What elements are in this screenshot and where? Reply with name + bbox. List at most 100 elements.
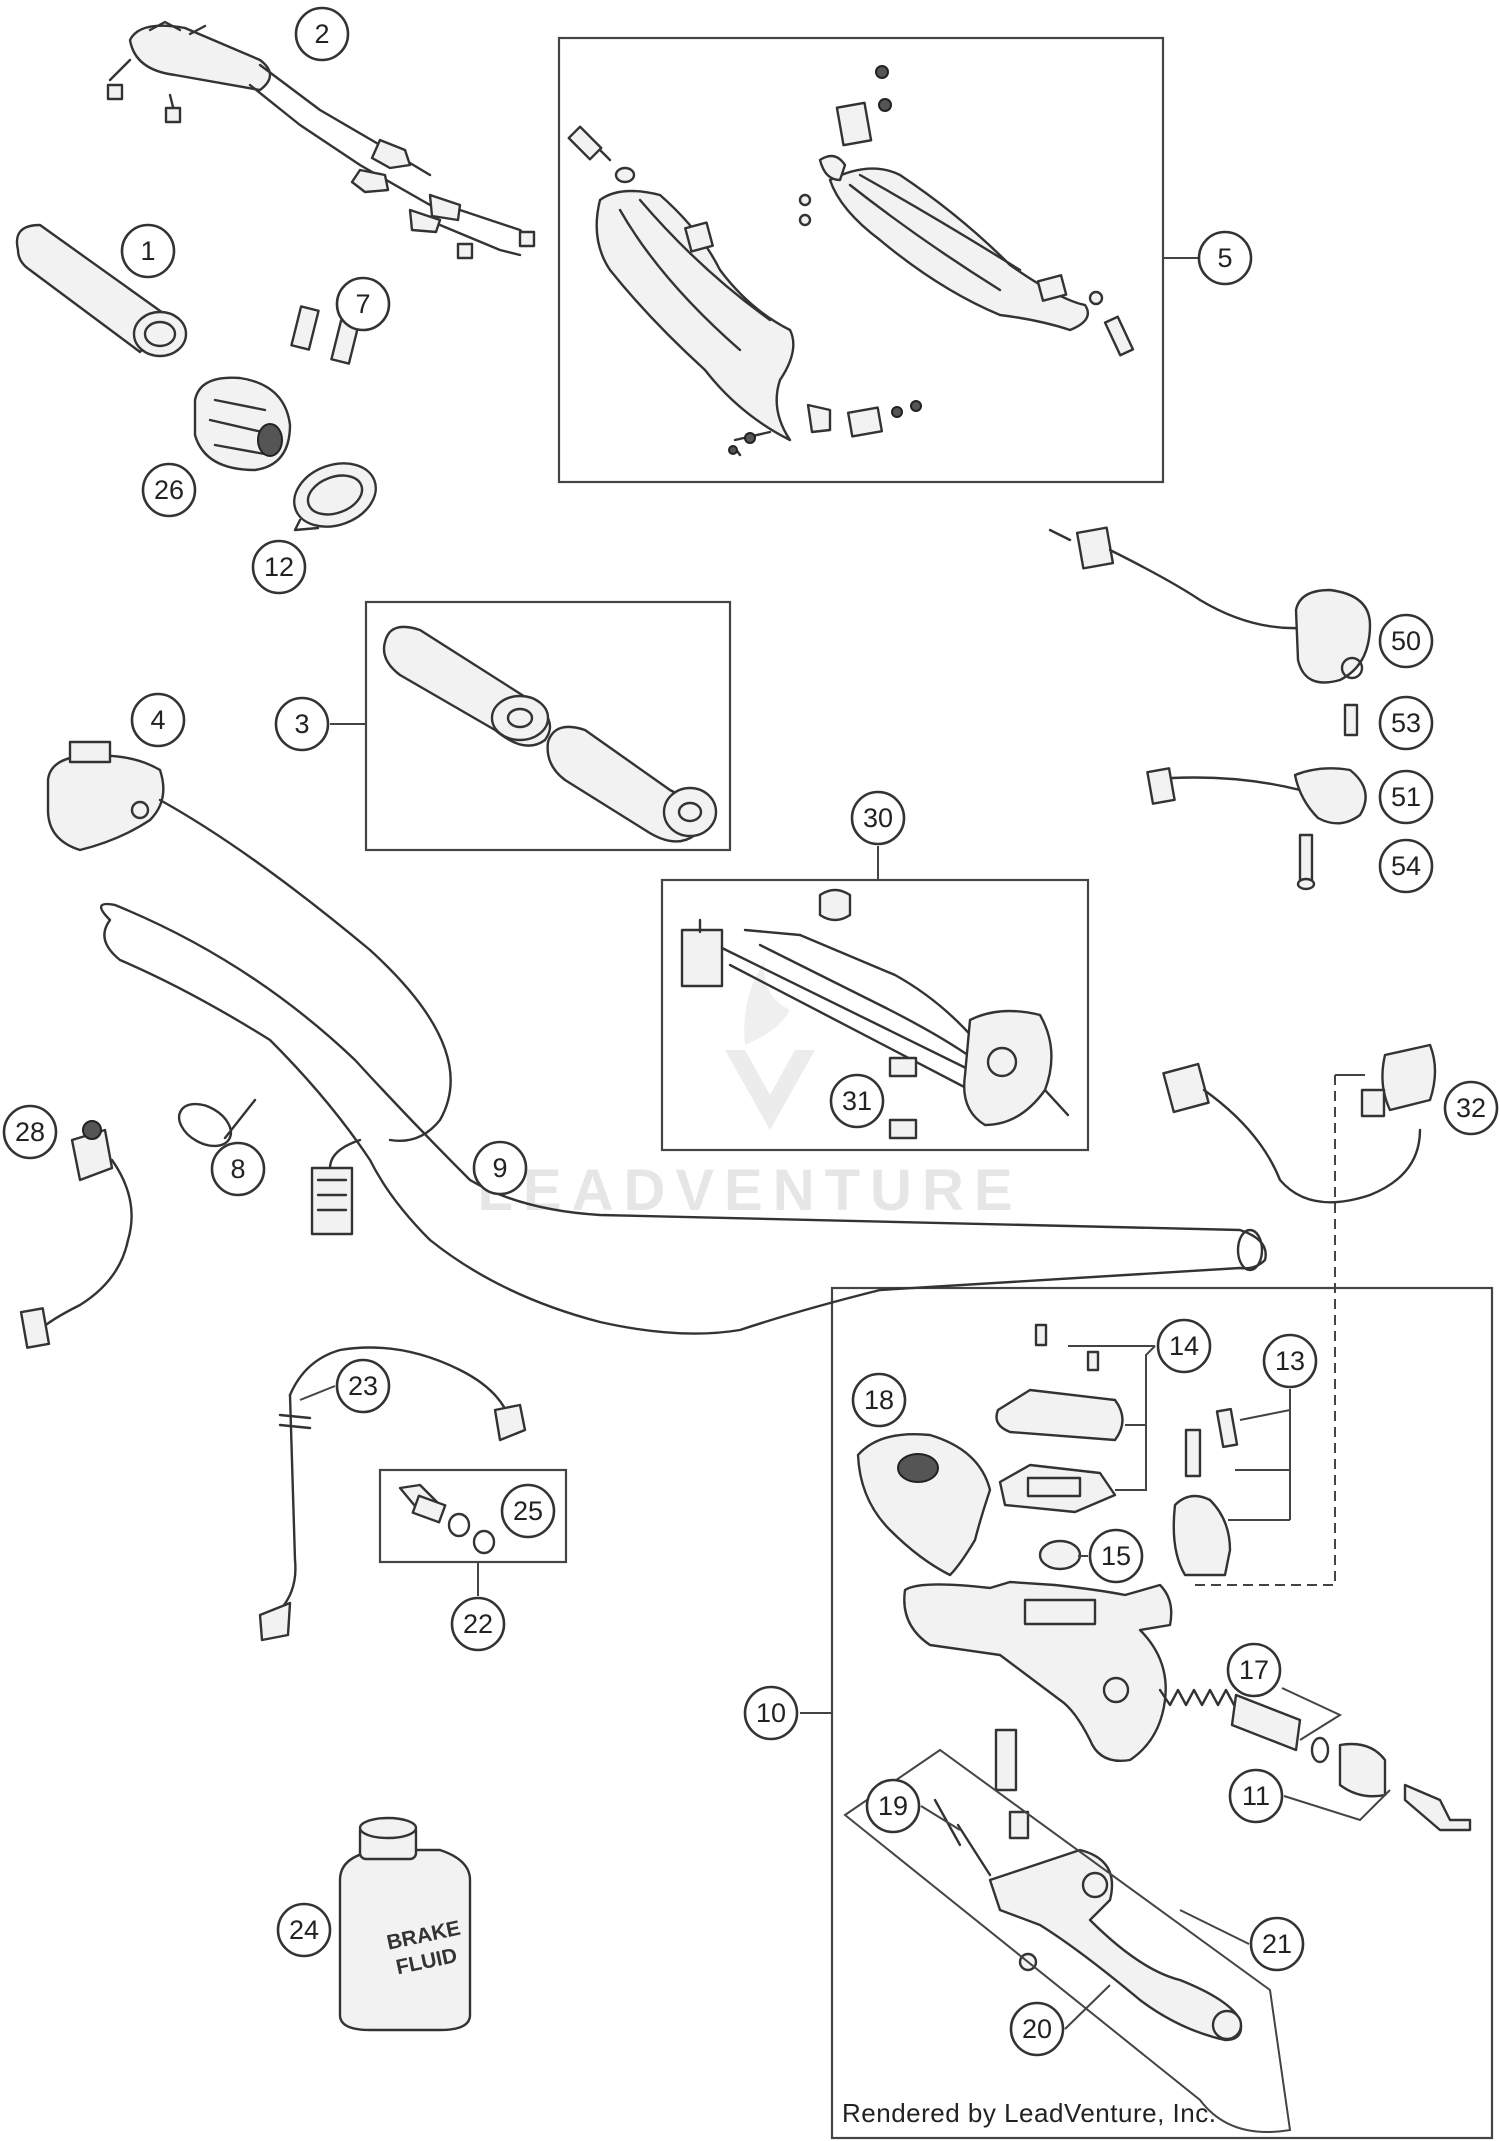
part-18-cover <box>856 1433 992 1577</box>
callout-number: 19 <box>878 1791 908 1821</box>
callout-number: 32 <box>1456 1093 1486 1123</box>
callout-18: 18 <box>851 1372 907 1428</box>
part-3-grips <box>382 625 718 843</box>
callout-number: 54 <box>1391 851 1421 881</box>
callout-circle <box>850 790 906 846</box>
callout-circle <box>1197 230 1253 286</box>
callout-19: 19 <box>865 1778 921 1834</box>
grip-set-box <box>364 600 732 852</box>
callout-number: 24 <box>289 1915 319 1945</box>
callout-54: 54 <box>1378 838 1434 894</box>
part-50-switch <box>1048 526 1372 684</box>
callout-circle <box>130 692 186 748</box>
callout-number: 20 <box>1022 2014 1052 2044</box>
part-4-switch <box>46 740 452 1236</box>
callout-circle <box>1156 1318 1212 1374</box>
part-25-banjo-kit <box>398 1483 496 1555</box>
callout-21: 21 <box>1249 1916 1305 1972</box>
part-53-screw <box>1343 703 1359 737</box>
part-51-switch <box>1146 767 1367 825</box>
part-32-switch <box>1162 1043 1437 1204</box>
callout-number: 1 <box>140 236 155 266</box>
throttle-assembly-box <box>660 878 1090 1152</box>
callout-28: 28 <box>2 1104 58 1160</box>
callout-circle <box>829 1073 885 1129</box>
callout-circle <box>335 276 391 332</box>
callout-circle <box>2 1104 58 1160</box>
part-5-hand-guards <box>567 65 1135 457</box>
callout-32: 32 <box>1443 1080 1499 1136</box>
callout-number: 15 <box>1101 1541 1131 1571</box>
callout-number: 23 <box>348 1371 378 1401</box>
part-26-throttle-housing <box>193 376 292 472</box>
callout-4: 4 <box>130 692 186 748</box>
part-20-lever <box>988 1848 1243 2042</box>
callout-50: 50 <box>1378 613 1434 669</box>
callout-number: 14 <box>1169 1331 1199 1361</box>
callout-circle <box>1378 769 1434 825</box>
part-11-seal-bolt <box>1310 1736 1472 1832</box>
part-17-piston-spring <box>1158 1688 1302 1752</box>
callout-number: 22 <box>463 1609 493 1639</box>
callout-number: 5 <box>1217 243 1232 273</box>
callout-circle <box>1443 1080 1499 1136</box>
callout-8: 8 <box>210 1141 266 1197</box>
part-7-screws <box>290 305 360 365</box>
callout-number: 26 <box>154 475 184 505</box>
callout-circle <box>1228 1768 1284 1824</box>
callout-circle <box>276 1902 332 1958</box>
callout-circle <box>500 1483 556 1539</box>
callout-number: 28 <box>15 1117 45 1147</box>
callout-number: 2 <box>314 19 329 49</box>
render-credit: Rendered by LeadVenture, Inc. <box>842 2098 1217 2128</box>
callout-circle <box>1009 2001 1065 2057</box>
part-12-ring <box>293 462 377 532</box>
callout-circle <box>120 223 176 279</box>
callout-11: 11 <box>1228 1768 1284 1824</box>
callout-22: 22 <box>450 1596 506 1652</box>
callout-14: 14 <box>1156 1318 1212 1374</box>
callout-circle <box>1378 613 1434 669</box>
part-8-cable-tie <box>177 1098 257 1148</box>
callout-circle <box>1249 1916 1305 1972</box>
callout-5: 5 <box>1197 230 1253 286</box>
callout-25: 25 <box>500 1483 556 1539</box>
callout-31: 31 <box>829 1073 885 1129</box>
callout-circle <box>1378 838 1434 894</box>
part-28-sensor <box>19 1120 133 1349</box>
callout-number: 25 <box>513 1496 543 1526</box>
callout-number: 10 <box>756 1698 786 1728</box>
callout-circle <box>210 1141 266 1197</box>
banjo-bolt-kit-box <box>378 1468 568 1564</box>
leadventure-watermark: LEADVENTURE <box>477 960 1013 1223</box>
callout-number: 17 <box>1239 1655 1269 1685</box>
hand-guard-kit-box <box>557 36 1165 484</box>
callout-number: 30 <box>863 803 893 833</box>
switch-32-link <box>1190 1075 1336 1586</box>
callout-13: 13 <box>1262 1333 1318 1389</box>
callout-12: 12 <box>251 539 307 595</box>
part-24-brake-fluid-can: BRAKE FLUID <box>338 1816 472 2032</box>
callout-number: 50 <box>1391 626 1421 656</box>
callout-circle <box>865 1778 921 1834</box>
callout-30: 30 <box>850 790 906 846</box>
callout-number: 4 <box>150 705 165 735</box>
callout-circle <box>851 1372 907 1428</box>
callout-17: 17 <box>1226 1642 1282 1698</box>
callout-number: 7 <box>355 289 370 319</box>
callout-24: 24 <box>276 1902 332 1958</box>
callout-circle <box>1226 1642 1282 1698</box>
callout-circle <box>1378 695 1434 751</box>
lever-kit-outline <box>843 1748 1292 2133</box>
part-13-clamp <box>1172 1407 1239 1577</box>
callout-circle <box>1262 1333 1318 1389</box>
part-10-master-cylinder <box>903 1580 1173 1762</box>
callout-number: 21 <box>1262 1929 1292 1959</box>
callout-number: 13 <box>1275 1346 1305 1376</box>
callout-number: 9 <box>492 1153 507 1183</box>
callout-circle <box>141 462 197 518</box>
callout-number: 31 <box>842 1086 872 1116</box>
part-30-throttle-assembly <box>680 888 1070 1140</box>
